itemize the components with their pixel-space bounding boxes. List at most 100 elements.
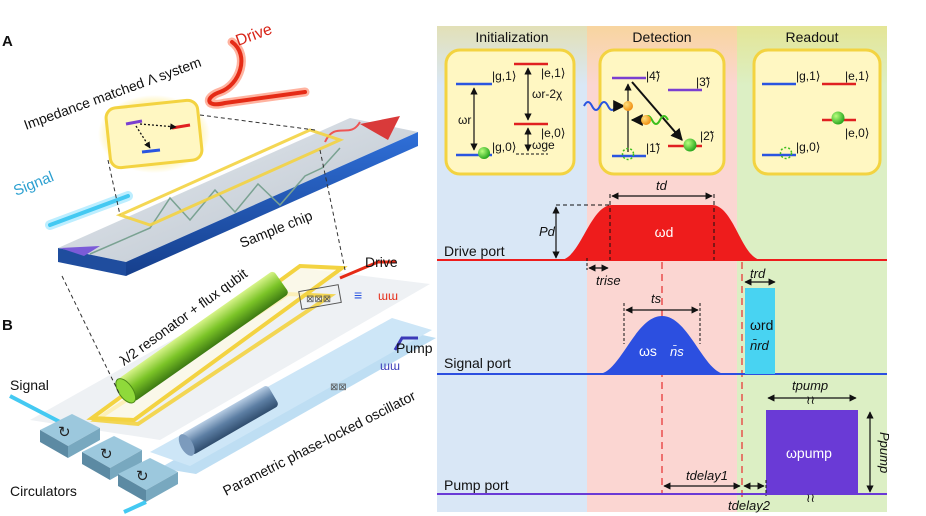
qubit-population-icon [831, 111, 845, 125]
readout-state-box: |g,1⟩ |e,1⟩ |g,0⟩ |e,0⟩ [752, 48, 882, 176]
ket-g1: |g,1⟩ [492, 69, 516, 83]
zoom-line-3 [61, 275, 121, 396]
circulator-2: ↻ [82, 436, 142, 480]
init-state-box: |g,1⟩ |e,1⟩ |g,0⟩ |e,0⟩ ωr ωr-2χ ωge [444, 48, 576, 176]
chip-port-left [60, 246, 100, 256]
lambda-level-top [125, 119, 143, 126]
chip-resonator [89, 147, 341, 255]
circulator-arrow-icon: ↻ [136, 468, 149, 485]
ket-t3: |3̃⟩ [696, 75, 711, 89]
ket-t1: |1̃⟩ [646, 141, 661, 155]
pump-line [393, 336, 418, 351]
drive-label-top: Drive [234, 21, 275, 50]
signal-label-bottom: Signal [10, 377, 49, 393]
signal-port-trace: Signal port ts ωs n̄s trd ωrd n̄rd [437, 266, 887, 375]
ppo-junction-icon: ⊠⊠ [330, 382, 347, 393]
signal-port-label: Signal port [444, 355, 511, 371]
lambda-level-bottom [141, 148, 161, 154]
qubit-population-icon [478, 147, 490, 159]
trd-label: trd [750, 266, 766, 281]
break-icon: ≀≀ [806, 491, 815, 505]
drive-label-mid: Drive [365, 254, 398, 270]
label-wge: ωge [532, 138, 555, 152]
label-wr2chi: ωr-2χ [532, 87, 563, 101]
photon-in-icon [583, 100, 626, 112]
pd-label: Pd [539, 224, 556, 239]
drive-port-label: Drive port [444, 243, 505, 259]
circulator-1: ↻ [40, 414, 100, 458]
photon-emitted-icon [641, 115, 651, 125]
readout-pulse [745, 288, 775, 374]
detect-state-box: |4̃⟩ |3̃⟩ |2̃⟩ |1̃⟩ [583, 48, 726, 176]
panel-a: A Drive Signal Sample chip Impedance mat… [2, 21, 418, 276]
ns-label: n̄s [670, 344, 684, 359]
pump-pulse [766, 410, 858, 494]
flux-qubit [298, 284, 342, 310]
break-icon: ≀≀ [806, 393, 815, 407]
ket-e0: |e,0⟩ [541, 126, 565, 140]
chip-highlight [115, 128, 345, 227]
ket-g1: |g,1⟩ [796, 69, 820, 83]
ket-e0: |e,0⟩ [845, 126, 869, 140]
drive-port-trace: Drive port Pd td ωd trise [437, 178, 887, 288]
junction-icon: ⊠⊠⊠ [306, 294, 331, 305]
ppo-rod [178, 386, 278, 456]
ws-label: ωs [639, 343, 657, 359]
nrd-label: n̄rd [750, 338, 770, 353]
qubit-population-icon [683, 138, 697, 152]
wrd-label: ωrd [750, 317, 773, 333]
ket-g0: |g,0⟩ [796, 140, 820, 154]
circulators-label: Circulators [10, 483, 77, 499]
chip-edge [126, 132, 418, 276]
tpump-label: tpump [792, 378, 828, 393]
phase-init-label: Initialization [475, 29, 548, 45]
trise-label: trise [596, 273, 621, 288]
td-label: td [656, 178, 668, 193]
panel-label-a: A [2, 33, 13, 50]
drive-line-mid [339, 260, 396, 280]
signal-out-line [123, 500, 147, 514]
chip-port-right [360, 116, 400, 140]
tdelay2-label: tdelay2 [728, 498, 771, 513]
photon-absorbed-icon [623, 101, 633, 111]
panel-c: C Initialization Detection Readout |g,1⟩… [437, 26, 892, 513]
lambda-system-box [104, 98, 204, 170]
zoom-line-1 [107, 159, 121, 216]
panel-label-b: B [2, 317, 13, 334]
resonator-rod [115, 271, 288, 404]
zoom-line-2 [199, 114, 316, 131]
pump-port-trace: ≀≀ ≀≀ Pump port tpump ωpump Ppump tdelay… [437, 378, 892, 513]
signal-line [48, 194, 130, 227]
ket-g0: |g,0⟩ [492, 140, 516, 154]
signal-label-top: Signal [11, 168, 56, 199]
sample-chip [58, 118, 418, 262]
ket-t2: |2̃⟩ [700, 129, 715, 143]
ground-icon: ≡ [354, 287, 362, 303]
lambda-arrow-down [135, 125, 151, 149]
phase-readout-label: Readout [786, 29, 839, 45]
empty-state-icon [779, 146, 793, 160]
circulator-arrow-icon: ↻ [100, 446, 113, 463]
ppump-label: Ppump [877, 432, 892, 473]
drive-line [207, 40, 307, 107]
circulator-3: ↻ [118, 458, 178, 502]
label-wr: ωr [458, 113, 471, 127]
pump-label: Pump [396, 340, 433, 356]
wd-label: ωd [655, 224, 674, 240]
phase-detect-label: Detection [632, 29, 691, 45]
signal-line-bottom [9, 394, 61, 424]
ket-e1: |e,1⟩ [845, 69, 869, 83]
arrow-decay [631, 81, 683, 141]
ket-e1: |e,1⟩ [541, 66, 565, 80]
empty-state-icon [621, 147, 635, 161]
pump-port-label: Pump port [444, 477, 509, 493]
drive-coil-icon: ɯɯ [378, 289, 398, 303]
ket-t4: |4̃⟩ [646, 69, 661, 83]
pump-coil-icon: ɯɯ [380, 359, 400, 373]
ts-label: ts [651, 291, 662, 306]
chip-edge-left [58, 248, 126, 276]
tdelay1-label: tdelay1 [686, 468, 728, 483]
circulator-arrow-icon: ↻ [58, 424, 71, 441]
wpump-label: ωpump [786, 445, 832, 461]
